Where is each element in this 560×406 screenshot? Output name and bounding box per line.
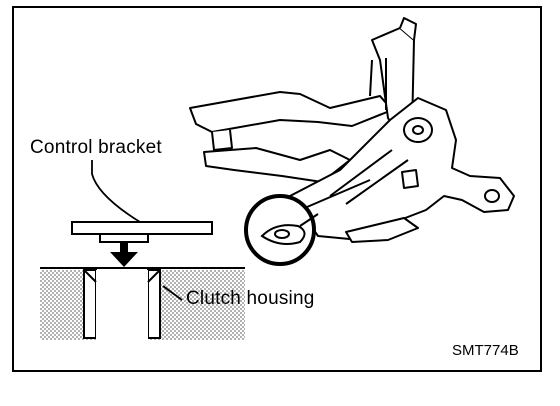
insert-direction-arrow bbox=[110, 243, 138, 267]
control-bracket-label: Control bracket bbox=[30, 137, 162, 158]
control-bracket-section bbox=[71, 221, 213, 243]
clutch-housing-leader bbox=[162, 285, 183, 301]
control-bracket-leader bbox=[91, 160, 141, 223]
figure-code: SMT774B bbox=[452, 342, 519, 359]
clutch-housing-label: Clutch housing bbox=[186, 288, 315, 309]
mounting-point-callout bbox=[244, 194, 319, 266]
control-bracket-assembly bbox=[189, 17, 515, 243]
clutch-housing-section bbox=[40, 267, 245, 340]
